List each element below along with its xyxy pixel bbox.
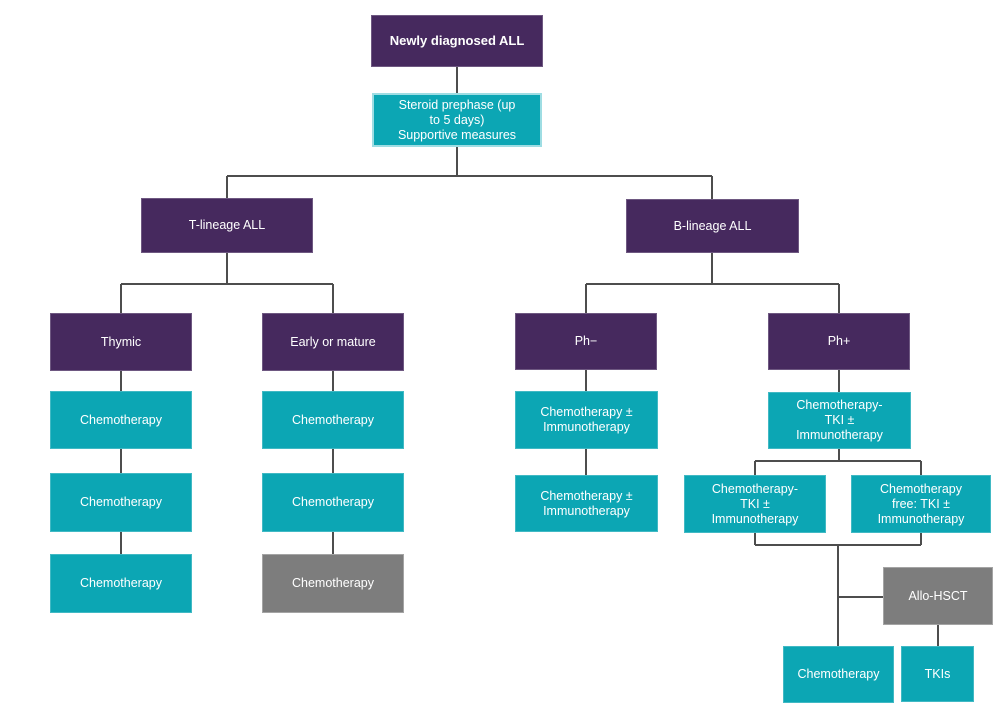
node-thymic-chemotherapy-1: Chemotherapy [50, 391, 192, 449]
connector-line-vertical [332, 371, 334, 391]
connector-line-vertical [838, 370, 840, 392]
node-early-chemotherapy-1: Chemotherapy [262, 391, 404, 449]
connector-line-vertical [456, 147, 458, 176]
connector-line-vertical [120, 284, 122, 313]
node-early-chemotherapy-2: Chemotherapy [262, 473, 404, 532]
connector-line-vertical [754, 461, 756, 475]
node-ph-positive: Ph+ [768, 313, 910, 370]
node-thymic: Thymic [50, 313, 192, 371]
node-chemo-tki-immunotherapy-top: Chemotherapy- TKI ± Immunotherapy [768, 392, 911, 449]
node-chemo-tki-immunotherapy-left: Chemotherapy- TKI ± Immunotherapy [684, 475, 826, 533]
connector-line-vertical [838, 449, 840, 461]
connector-line-horizontal [838, 596, 883, 598]
connector-line-vertical [120, 371, 122, 391]
node-chemo-free-tki-immunotherapy: Chemotherapy free: TKI ± Immunotherapy [851, 475, 991, 533]
connector-line-vertical [585, 449, 587, 475]
node-chemo-immunotherapy-2: Chemotherapy ± Immunotherapy [515, 475, 658, 532]
connector-line-vertical [838, 284, 840, 313]
connector-line-vertical [937, 625, 939, 646]
connector-line-horizontal [755, 460, 921, 462]
connector-line-vertical [585, 284, 587, 313]
node-tkis: TKIs [901, 646, 974, 702]
connector-line-vertical [920, 461, 922, 475]
connector-line-horizontal [121, 283, 333, 285]
connector-line-vertical [226, 176, 228, 198]
node-ph-negative: Ph− [515, 313, 657, 370]
connector-line-vertical [754, 533, 756, 545]
connector-line-vertical [920, 533, 922, 545]
connector-line-horizontal [227, 175, 712, 177]
connector-line-vertical [120, 532, 122, 554]
connector-line-vertical [837, 545, 839, 646]
node-t-lineage-all: T-lineage ALL [141, 198, 313, 253]
connector-line-vertical [332, 284, 334, 313]
node-thymic-chemotherapy-2: Chemotherapy [50, 473, 192, 532]
node-newly-diagnosed-all: Newly diagnosed ALL [371, 15, 543, 67]
node-allo-hsct: Allo-HSCT [883, 567, 993, 625]
connector-line-vertical [332, 532, 334, 554]
connector-line-vertical [332, 449, 334, 473]
node-early-chemotherapy-3: Chemotherapy [262, 554, 404, 613]
node-early-or-mature: Early or mature [262, 313, 404, 371]
connector-line-vertical [456, 67, 458, 93]
node-b-lineage-all: B-lineage ALL [626, 199, 799, 253]
connector-line-vertical [120, 449, 122, 473]
node-post-hsct-chemotherapy: Chemotherapy [783, 646, 894, 703]
connector-line-vertical [711, 176, 713, 199]
node-steroid-prephase: Steroid prephase (up to 5 days) Supporti… [372, 93, 542, 147]
connector-line-horizontal [586, 283, 839, 285]
node-thymic-chemotherapy-3: Chemotherapy [50, 554, 192, 613]
connector-line-vertical [711, 253, 713, 284]
node-chemo-immunotherapy-1: Chemotherapy ± Immunotherapy [515, 391, 658, 449]
connector-line-vertical [585, 370, 587, 391]
connector-line-vertical [226, 253, 228, 284]
